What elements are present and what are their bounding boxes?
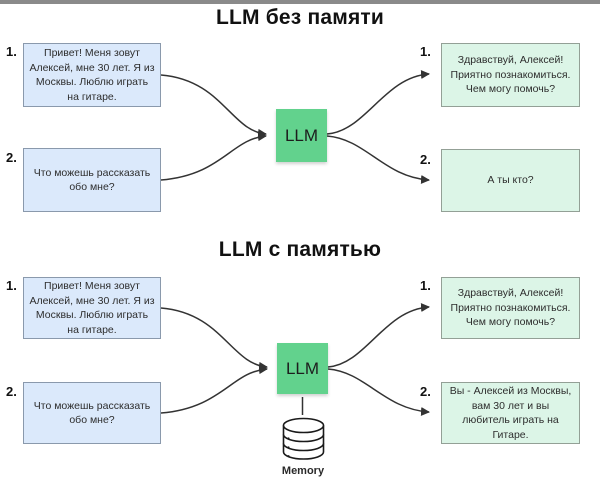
user-message-box: Что можешь рассказать обо мне?	[23, 148, 161, 212]
llm-node: LLM	[277, 343, 328, 394]
input-number-label: 1.	[6, 44, 17, 59]
arrow-bottom-input-1	[160, 307, 268, 371]
input-number-label: 2.	[6, 384, 17, 399]
user-message-text: Привет! Меня зовут Алексей, мне 30 лет. …	[29, 47, 155, 103]
output-number-label: 1.	[420, 44, 431, 59]
llm-response-box: А ты кто?	[441, 149, 580, 212]
user-message-box: Привет! Меня зовут Алексей, мне 30 лет. …	[23, 43, 161, 107]
llm-response-text: Вы - Алексей из Москвы, вам 30 лет и вы …	[449, 385, 572, 441]
arrow-top-input-1	[160, 74, 267, 138]
user-message-text: Что можешь рассказать обо мне?	[33, 166, 151, 194]
arrow-bottom-input-2	[160, 365, 268, 414]
user-message-box: Что можешь рассказать обо мне?	[23, 382, 161, 444]
user-message-text: Что можешь рассказать обо мне?	[33, 399, 151, 427]
llm-response-text: А ты кто?	[487, 174, 534, 187]
arrow-top-output-2	[326, 135, 430, 184]
memory-database-icon	[282, 417, 325, 460]
arrow-bottom-output-2	[327, 368, 430, 416]
output-number-label: 1.	[420, 278, 431, 293]
input-number-label: 2.	[6, 150, 17, 165]
output-number-label: 2.	[420, 384, 431, 399]
arrow-top-output-1	[326, 70, 430, 135]
output-number-label: 2.	[420, 152, 431, 167]
arrow-bottom-output-1	[327, 303, 430, 368]
llm-response-box: Здравствуй, Алексей! Приятно познакомить…	[441, 277, 580, 339]
section-divider	[0, 0, 600, 4]
llm-response-text: Здравствуй, Алексей! Приятно познакомить…	[450, 287, 571, 329]
llm-response-text: Здравствуй, Алексей! Приятно познакомить…	[450, 54, 571, 96]
memory-label: Memory	[281, 465, 325, 477]
section-title-no-memory: LLM без памяти	[215, 6, 385, 29]
section-title-with-memory: LLM с памятью	[218, 238, 382, 261]
llm-node-label: LLM	[285, 358, 320, 378]
llm-response-box: Здравствуй, Алексей! Приятно познакомить…	[441, 43, 580, 107]
user-message-box: Привет! Меня зовут Алексей, мне 30 лет. …	[23, 277, 161, 339]
llm-node-label: LLM	[284, 125, 319, 145]
arrow-top-input-2	[160, 132, 267, 181]
llm-response-box: Вы - Алексей из Москвы, вам 30 лет и вы …	[441, 382, 580, 444]
user-message-text: Привет! Меня зовут Алексей, мне 30 лет. …	[29, 280, 155, 336]
llm-node: LLM	[276, 109, 327, 162]
input-number-label: 1.	[6, 278, 17, 293]
